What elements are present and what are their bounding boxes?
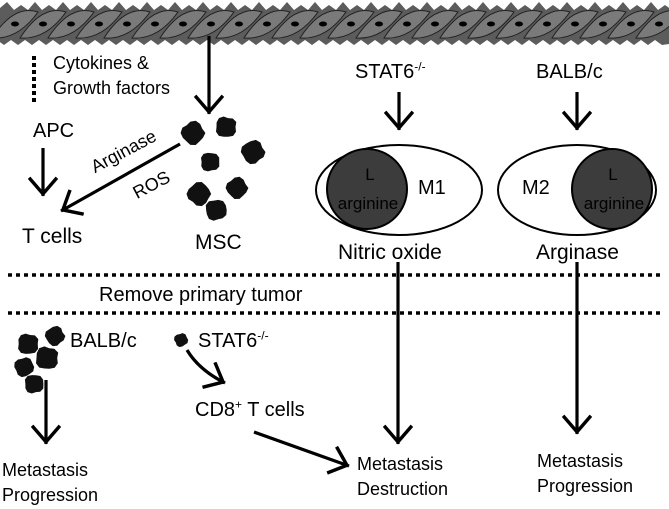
nitric-oxide-label: Nitric oxide — [338, 241, 442, 264]
tumor-cell-nucleus — [123, 21, 131, 27]
tumor-cell-nucleus — [11, 21, 19, 27]
balbc-tumor-cluster — [14, 325, 66, 394]
tumor-cell — [635, 10, 669, 39]
balbc-tumor-cell — [44, 325, 66, 347]
cd8-sup: + — [235, 397, 243, 412]
msc-label: MSC — [195, 231, 242, 254]
msc-cell-cluster — [180, 116, 266, 221]
tumor-cell-nucleus — [403, 21, 411, 27]
tumor-cell-nucleus — [487, 21, 495, 27]
tumor-cell — [0, 10, 39, 39]
tumor-cell-nucleus — [179, 21, 187, 27]
tumor-cell-nucleus — [67, 21, 75, 27]
cytokines-label: Cytokines & — [53, 53, 150, 73]
m1-nucleus — [326, 148, 408, 230]
cd8-rest: T cells — [242, 399, 305, 421]
m1-header-sup: -/- — [414, 59, 426, 74]
right-outcome-line2: Progression — [537, 476, 634, 496]
tcells-label: T cells — [22, 225, 83, 248]
tumor-cell-nucleus — [263, 21, 271, 27]
tumor-cell-nucleus — [95, 21, 103, 27]
msc-cell — [186, 182, 212, 207]
balbc-tumor-cell — [14, 357, 35, 378]
bottom-balbc-label: BALB/c — [70, 330, 137, 352]
msc-cell — [205, 199, 227, 221]
m2-header-label: BALB/c — [536, 61, 603, 83]
tumor-cell-nucleus — [39, 21, 47, 27]
balbc-tumor-cell — [18, 333, 39, 354]
tumor-cell-nucleus — [571, 21, 579, 27]
msc-cell — [240, 139, 266, 165]
m1-header-main: STAT6 — [355, 61, 415, 83]
tumor-cell-nucleus — [655, 21, 663, 27]
growth-factors-label: Growth factors — [53, 78, 171, 98]
cd8-main: CD8 — [195, 399, 236, 421]
bottom-stat6-main: STAT6 — [198, 330, 258, 352]
m2-cell-label: M2 — [522, 177, 550, 199]
m2-nucleus-line2: arginine — [583, 194, 645, 213]
arrow-msc-to-tcells — [60, 142, 181, 211]
tumor-cell-nucleus — [207, 21, 215, 27]
remove-primary-tumor-label: Remove primary tumor — [99, 284, 303, 306]
balbc-tumor-cell — [24, 375, 44, 394]
mid-outcome-line1: Metastasis — [357, 454, 444, 474]
m1-header-label: STAT6-/- — [355, 59, 426, 83]
left-outcome-line1: Metastasis — [2, 460, 89, 480]
tumor-cell-nucleus — [347, 21, 355, 27]
msc-cell — [180, 120, 206, 145]
arrow-cd8-to-destruction — [253, 430, 350, 466]
msc-cell — [216, 116, 237, 137]
tumor-cell-nucleus — [375, 21, 383, 27]
m2-nucleus-line1: L — [608, 165, 618, 184]
m1-nucleus-line2: arginine — [337, 194, 399, 213]
msc-cell — [201, 152, 220, 172]
right-outcome-line1: Metastasis — [537, 451, 624, 471]
tumor-cell-nucleus — [291, 21, 299, 27]
arginase-product-label: Arginase — [536, 241, 619, 264]
tumor-cell-nucleus — [319, 21, 327, 27]
bottom-stat6-label: STAT6-/- — [198, 328, 269, 352]
apc-label: APC — [33, 120, 75, 142]
bottom-stat6-sup: -/- — [257, 328, 269, 343]
m2-nucleus — [571, 148, 653, 230]
tumor-cell-nucleus — [599, 21, 607, 27]
mid-outcome-line2: Destruction — [357, 479, 449, 499]
m1-nucleus-line1: L — [365, 165, 375, 184]
balbc-tumor-cell — [36, 346, 59, 369]
tumor-cell-nucleus — [235, 21, 243, 27]
tumor-cell-nucleus — [459, 21, 467, 27]
tumor-cell-nucleus — [431, 21, 439, 27]
left-outcome-line2: Progression — [2, 485, 99, 505]
tumor-cell-band — [0, 2, 669, 45]
msc-cell — [225, 176, 249, 199]
stat6-tumor-cell — [174, 333, 189, 348]
m1-cell-label: M1 — [418, 177, 446, 199]
tumor-cell-nucleus — [627, 21, 635, 27]
tumor-cell-nucleus — [151, 21, 159, 27]
tumor-cell-nucleus — [515, 21, 523, 27]
arrow-stat6-to-cd8 — [185, 349, 226, 383]
stat6-tumor-blob — [174, 333, 189, 348]
cd8-tcells-label: CD8+ T cells — [195, 397, 305, 421]
tumor-cell-nucleus — [543, 21, 551, 27]
